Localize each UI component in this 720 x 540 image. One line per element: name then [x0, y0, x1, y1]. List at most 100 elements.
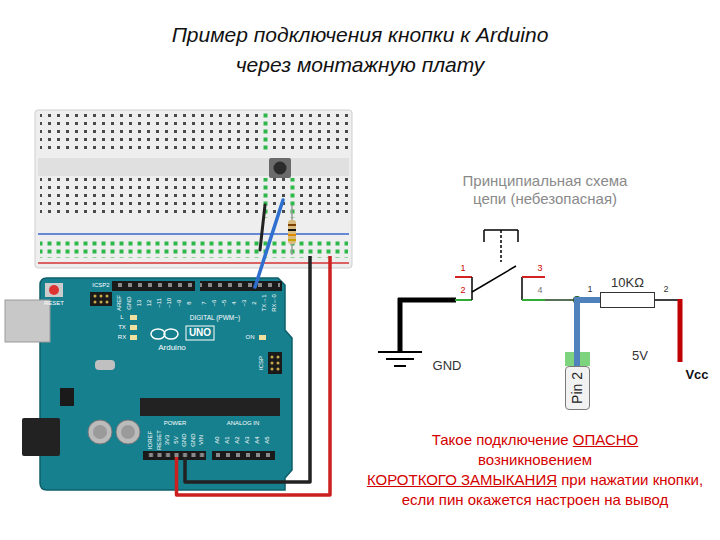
breadboard-resistor: [288, 239, 296, 241]
pin-number: 4: [537, 285, 542, 295]
pin-number: 1: [460, 263, 465, 273]
pin-label-holder: VIN: [198, 435, 205, 445]
pin-number: 2: [460, 285, 465, 295]
pin-label-holder: GND: [126, 296, 133, 309]
pin-label-holder: A5: [264, 436, 271, 443]
wire-connector: [577, 300, 600, 366]
jumper-wires: [177, 200, 331, 495]
schematic-wiring: [678, 299, 683, 362]
net-label: Vcc: [685, 367, 708, 382]
board-label-holder: L: [120, 314, 123, 321]
pin-label: ~10: [166, 298, 172, 308]
schematic-wiring: [386, 358, 414, 360]
breadboard-resistor: [288, 220, 296, 244]
schematic-wiring: [455, 299, 472, 301]
arduino-board: [116, 420, 140, 444]
pin-label: ~9: [176, 300, 182, 307]
arduino-board: [45, 283, 63, 297]
breadboard: [35, 110, 352, 268]
pin-label-holder: A3: [244, 436, 251, 443]
arduino-board: [121, 425, 135, 439]
arduino-board: [93, 425, 107, 439]
arduino-board: [130, 315, 137, 320]
schematic-wiring: [521, 277, 523, 300]
arduino-board: [5, 300, 50, 342]
board-logo: Arduino: [158, 343, 186, 352]
node-text: Pin 2: [569, 372, 585, 404]
arduino-board: [271, 368, 274, 371]
arduino-board: [94, 295, 97, 298]
board-label-holder: ICSP: [258, 356, 265, 370]
board-label: ICSP: [258, 356, 264, 370]
breadboard: [262, 113, 269, 153]
pin-label: GND: [181, 433, 187, 446]
resistor-box: 10KΩ: [600, 292, 655, 308]
arduino-board: [60, 388, 74, 406]
arduino-board: [130, 335, 137, 340]
schematic-wiring: [455, 276, 472, 278]
pin-label-holder: RESET: [156, 430, 163, 450]
board-label: POWER: [164, 420, 187, 426]
pin-label: A1: [224, 436, 230, 443]
pin-number-holder: 2: [663, 284, 668, 295]
pin-label-holder: ~9: [176, 300, 183, 307]
arduino-board: [277, 362, 280, 365]
pin-label-holder: AREF: [116, 295, 123, 311]
arduino-board: [213, 451, 273, 460]
pin-number-holder: 3: [537, 263, 542, 274]
board-logo: UNO: [189, 327, 211, 338]
arduino-board: [90, 292, 112, 306]
arduino-board: [100, 295, 103, 298]
node-text-holder: 10KΩ: [611, 276, 644, 291]
schematic-wiring: [471, 277, 473, 300]
pin-number-holder: 4: [537, 285, 542, 296]
pin-number: 3: [537, 263, 542, 273]
pin-label-holder: GND: [181, 433, 188, 446]
board-label: L: [120, 314, 123, 320]
pin-label-holder: 3V3: [164, 435, 171, 446]
schematic-wiring: [522, 299, 545, 301]
arduino-board: [5, 278, 292, 490]
arduino-board: [212, 451, 275, 460]
pin-label: ~3: [241, 300, 247, 307]
pin-label-holder: ~10: [166, 298, 173, 308]
schematic-wiring: [500, 230, 502, 262]
pin-label: A3: [244, 436, 250, 443]
arduino-board: [151, 329, 165, 339]
pin-label-holder: 2: [251, 301, 258, 304]
pin-label: RESET: [156, 430, 162, 450]
arduino-board: [200, 281, 282, 291]
pin-label-holder: IOREF: [147, 431, 154, 449]
jumper-wires: [177, 256, 331, 495]
arduino-board: [22, 418, 60, 456]
push-button: [274, 162, 287, 175]
pin-number: 2: [663, 284, 668, 294]
pin-label-holder: ~5: [221, 300, 228, 307]
node-text: 10KΩ: [611, 275, 644, 290]
warning-text: возникновением: [478, 451, 592, 468]
board-label: DIGITAL (PWM~): [190, 314, 240, 321]
net-label-holder: 5V: [632, 348, 648, 364]
pin-label-holder: 5V: [173, 436, 180, 443]
schematic-wiring: [378, 351, 422, 353]
pin-label: RX←0: [271, 294, 277, 312]
breadboard: [40, 178, 348, 218]
pin-label: A2: [234, 436, 240, 443]
warning-text: Такое подключение: [432, 431, 569, 448]
arduino-board: [200, 281, 280, 291]
pin-number: 1: [587, 284, 592, 294]
node-text-holder: Pin 2: [569, 372, 585, 404]
warning-note: Такое подключение ОПАСНОвозникновениемКО…: [365, 430, 705, 510]
arduino-board: [40, 278, 292, 490]
pin-label-holder: ~11: [156, 298, 163, 308]
pin-label: A5: [264, 436, 270, 443]
board-label-holder: RX: [118, 334, 126, 341]
pin-label: A4: [254, 436, 260, 443]
schematic-wiring: [517, 230, 519, 242]
breadboard: [40, 113, 348, 153]
pin-label-holder: ~6: [211, 300, 218, 307]
warning-text: КОРОТКОГО ЗАМЫКАНИЯ: [367, 471, 557, 488]
arduino-board: [271, 356, 274, 359]
pin-label-holder: 13: [136, 300, 143, 307]
